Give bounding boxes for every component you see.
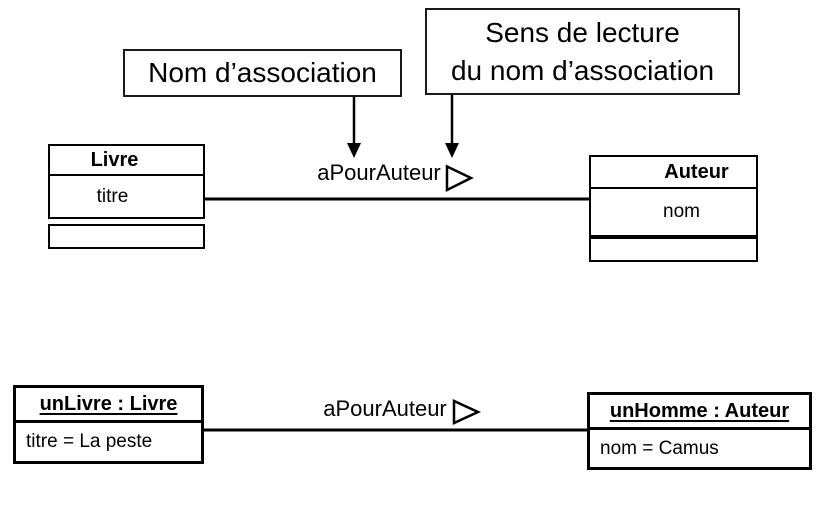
reading-direction-callout: Sens de lecture du nom d’association bbox=[425, 8, 740, 95]
object-box-unhomme: unHomme : Auteur nom = Camus bbox=[587, 392, 812, 470]
class-box-livre: Livre titre bbox=[48, 144, 205, 219]
class-box-auteur: Auteur nom bbox=[589, 155, 758, 237]
reading-direction-callout-arrow-icon bbox=[445, 95, 459, 158]
association-name-callout-arrow-icon bbox=[347, 97, 361, 158]
reading-direction-callout-line2: du nom d’association bbox=[450, 54, 715, 86]
class-name-livre: Livre bbox=[50, 146, 203, 176]
association-name-label-classes: aPourAuteur bbox=[317, 160, 441, 185]
class-name-auteur: Auteur bbox=[591, 157, 756, 189]
reading-direction-triangle-icon bbox=[445, 164, 474, 193]
object-attribute-titre-value: titre = La peste bbox=[26, 431, 153, 452]
object-name-unhomme: unHomme : Auteur bbox=[590, 395, 809, 430]
object-attribute-nom-value: nom = Camus bbox=[600, 438, 719, 459]
class-attribute-titre: titre bbox=[96, 186, 129, 207]
class-attribute-nom: nom bbox=[663, 201, 700, 222]
association-name-callout: Nom d’association bbox=[123, 49, 402, 97]
association-name-label-objects: aPourAuteur bbox=[323, 396, 447, 421]
class-operations-compartment-auteur bbox=[589, 237, 758, 262]
object-box-unlivre: unLivre : Livre titre = La peste bbox=[13, 385, 204, 464]
association-name-callout-label: Nom d’association bbox=[148, 57, 377, 88]
class-operations-compartment-livre bbox=[48, 224, 205, 249]
reading-direction-callout-line1: Sens de lecture bbox=[485, 16, 680, 48]
reading-direction-triangle-icon bbox=[452, 399, 482, 425]
object-name-unlivre: unLivre : Livre bbox=[16, 388, 201, 423]
